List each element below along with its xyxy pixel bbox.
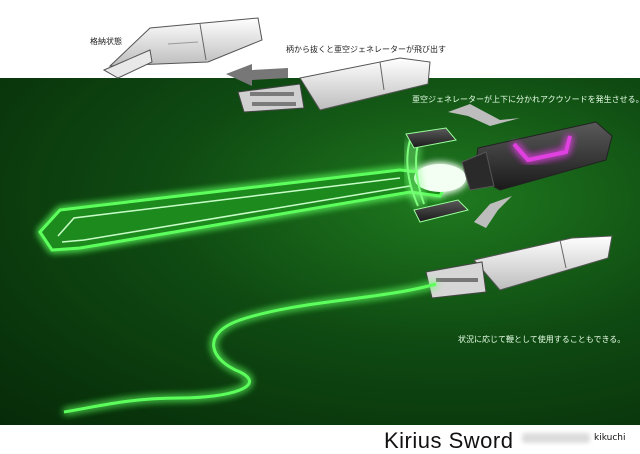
artwork-title: Kirius Sword xyxy=(384,428,514,453)
caption-generate: 亜空ジェネレーターが上下に分かれアクウソードを発生させる。 xyxy=(412,95,640,104)
pull-arrow xyxy=(226,64,288,86)
arrow-down xyxy=(474,196,512,228)
author-name: kikuchi xyxy=(594,433,626,443)
whip-hilt xyxy=(425,235,613,299)
caption-stored: 格納状態 xyxy=(90,37,122,46)
pulled-hilt xyxy=(237,57,431,113)
whip-blade xyxy=(63,282,437,414)
generator-lower xyxy=(413,199,469,223)
dark-hilt xyxy=(461,121,613,191)
arrow-up xyxy=(448,104,520,126)
stored-hilt xyxy=(102,17,263,79)
redacted-name xyxy=(522,433,590,443)
caption-whip: 状況に応じて鞭として使用することもできる。 xyxy=(458,335,626,344)
generator-upper xyxy=(405,127,457,149)
glowing-blade xyxy=(38,164,466,252)
caption-pull: 柄から抜くと亜空ジェネレーターが飛び出す xyxy=(286,45,446,54)
blade-guard xyxy=(406,139,425,207)
